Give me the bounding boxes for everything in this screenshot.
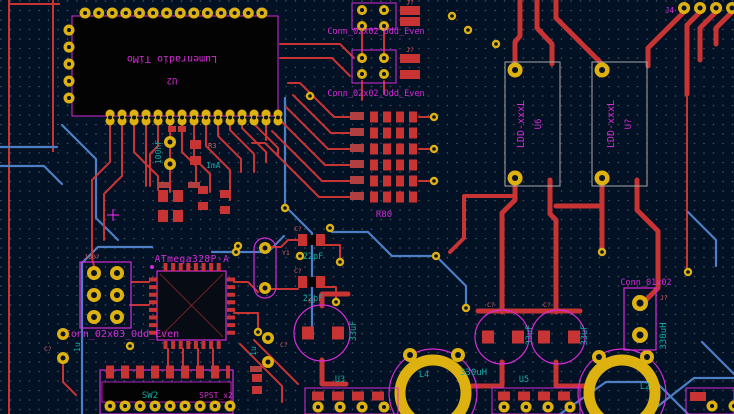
component-u2-timo-module[interactable]: Lumenradio TiMo U2 [63,7,283,126]
copper-traces-front-layer[interactable] [62,26,433,403]
cbig-c-value-label[interactable]: 33uF [580,325,590,345]
vias[interactable] [125,11,693,351]
sw2-ref-label[interactable]: SW2 [142,391,158,401]
c22b-ref-label[interactable]: C? [294,267,302,275]
sw2-footprint-label[interactable]: SPST_x2 [199,391,233,400]
c1u-b-value-label[interactable]: 1u [249,346,258,356]
u2-pads[interactable] [63,7,283,126]
u5-ref-label[interactable]: U5 [519,375,529,385]
component-j4-connector[interactable]: J4 [665,2,734,15]
component-l2-inductor[interactable]: L2 330uH [577,322,669,414]
j02-ref-label[interactable]: J? [660,294,668,302]
r3-ref-label[interactable]: R3 [208,142,216,150]
l4-ref-label[interactable]: L4 [419,370,429,380]
component-ldd2[interactable]: LDD-xxxL U? [591,61,648,187]
ldd1-value-label[interactable]: LDD-xxxL [516,100,527,148]
component-u3[interactable]: U3 [304,375,399,414]
component-j02-conn-01x02[interactable]: J? Conn_01x02 [620,278,672,351]
cbig-a-ref-label[interactable]: C? [308,297,316,305]
component-cbig-b[interactable]: C? 33uF [474,301,535,365]
c100n-value-label[interactable]: 100nF [154,140,163,164]
component-c22b[interactable]: C? 22pF [294,267,325,304]
component-c1u-a[interactable]: C? 1u [44,328,82,364]
l4-value-label[interactable]: 330uH [460,368,487,378]
j10-footprint-label[interactable]: Conn_02x03_Odd_Even [65,329,179,340]
component-j10-conn-02x03[interactable]: J10? Conn_02x03_Odd_Even [65,253,179,340]
r80-ref-label[interactable]: R80 [376,210,392,220]
j10-ref-label[interactable]: J10? [84,253,100,261]
cbig-b-value-label[interactable]: 33uF [525,325,535,345]
component-c1u-b[interactable]: C? 1u [249,332,288,368]
ldd2-value-label[interactable]: LDD-xxxL [606,100,617,148]
conn-b-footprint-label[interactable]: Conn_02x02_Odd_Even [327,89,424,99]
u2-ref-label[interactable]: U2 [167,75,178,85]
smd-part-bottom-center[interactable] [250,366,262,394]
bottom-right-partial-component[interactable] [685,387,734,414]
cbig-a-value-label[interactable]: 33uF [349,321,359,341]
c22b-value-label[interactable]: 22pF [303,294,323,304]
u1-pads[interactable] [149,263,235,349]
c22a-ref-label[interactable]: C? [294,225,302,233]
y1-ref-label[interactable]: Y1 [282,249,290,257]
l2-value-label[interactable]: 330uH [659,322,669,349]
component-conn-02x02-b[interactable]: J? Conn_02x02_Odd_Even [327,46,424,99]
component-conn-02x02-a[interactable]: J? Conn_02x02_Odd_Even [327,0,424,37]
component-u1-atmega328p[interactable]: ATmega328P-A [149,254,235,349]
conn-a-ref-label[interactable]: J? [406,0,414,7]
origin-crosshair-marker [107,209,119,221]
edge-and-rail-tracks[interactable] [8,0,688,414]
j02-footprint-label[interactable]: Conn_01x02 [620,278,671,288]
c1u-a-value-label[interactable]: 1u [73,342,82,352]
component-y1-crystal[interactable]: Y1 [253,237,290,299]
c1u-a-ref-label[interactable]: C? [44,345,52,353]
component-ldd1[interactable]: LDD-xxxL U6 [504,61,561,187]
component-u5[interactable]: U5 [491,375,581,414]
u2-value-label[interactable]: Lumenradio TiMo [127,53,217,64]
component-resistor-bank[interactable]: R80 [350,111,419,220]
conn-b-ref-label[interactable]: J? [406,46,414,54]
component-l4-inductor[interactable]: L4 330uH [388,348,487,414]
l2-ref-label[interactable]: L2 [640,382,650,392]
c1u-b-ref-label[interactable]: C? [280,341,288,349]
resistor-ref-labels [350,112,364,200]
conn-a-footprint-label[interactable]: Conn_02x02_Odd_Even [327,27,424,37]
u3-ref-label[interactable]: U3 [335,375,345,385]
cbig-b-ref-label[interactable]: C? [487,301,495,309]
cbig-c-ref-label[interactable]: C? [543,301,551,309]
j4-ref-label[interactable]: J4 [665,6,675,15]
ldd1-ref-label[interactable]: U6 [534,119,544,130]
r3-value-label[interactable]: 1mA [206,161,221,170]
ldd2-ref-label[interactable]: U? [624,119,634,130]
copper-power-traces-front[interactable] [319,0,734,389]
component-cbig-a[interactable]: C? 33uF [293,297,359,362]
copper-traces-back-layer[interactable] [0,96,734,414]
c22a-value-label[interactable]: 22pF [303,252,323,262]
passive-cluster-mid-left[interactable]: 100nF R3 1mA [154,126,230,222]
component-cbig-c[interactable]: C? 33uF [530,301,590,365]
component-sw2-dip-switch[interactable]: SW2 SPST_x2 [99,365,236,414]
component-c22a[interactable]: C? 22pF [294,225,325,262]
u1-value-label[interactable]: ATmega328P-A [155,254,230,265]
